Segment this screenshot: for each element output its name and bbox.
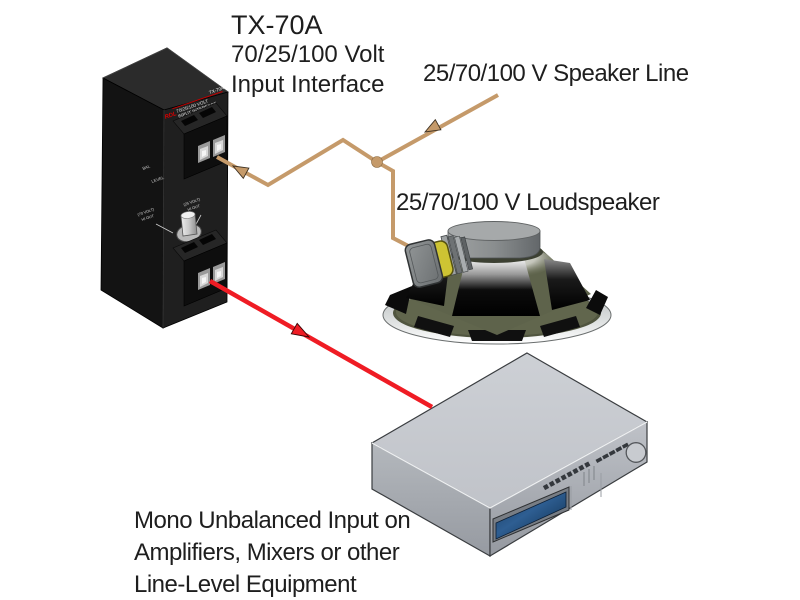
device-title-line2: 70/25/100 Volt [231, 41, 385, 68]
switch-25v-label2: HI OUT [187, 204, 201, 212]
amplifier-display [495, 491, 567, 540]
device-left-face [100, 77, 165, 329]
amplifier-buttons-row2 [595, 442, 629, 464]
loudspeaker-illustration [382, 221, 612, 345]
amplifier-edge-highlight [371, 421, 648, 509]
speaker-magnet-top [447, 221, 541, 241]
junction-dot [371, 156, 383, 168]
caption-line-1: Mono Unbalanced Input on [134, 507, 411, 534]
device-front-edge [162, 109, 165, 329]
switch-25v-label: (25 VOLT) [183, 197, 201, 207]
transformer-plate [404, 239, 444, 289]
tx70a-device-illustration: TX-70A RDL 70/25/100 VOLT INPUT INTERFAC… [100, 47, 229, 329]
arrowhead-to-amplifier [290, 322, 311, 338]
switch-70v-label: (70 VOLT) [137, 207, 155, 217]
switch-70v-label2: HI OUT [141, 214, 155, 222]
signal-line [208, 279, 434, 409]
device-title-block: TX-70A 70/25/100 Volt Input Interface [231, 10, 384, 100]
caption-line-2: Amplifiers, Mixers or other [134, 539, 400, 566]
device-model-title: TX-70A [231, 10, 323, 40]
terminal-block-lower [172, 229, 228, 307]
amplifier-caption-block: Mono Unbalanced Input on Amplifiers, Mix… [134, 505, 411, 600]
device-brand-logo: RDL [164, 111, 178, 121]
signal-wire [208, 279, 434, 409]
amplifier-knob [625, 442, 647, 463]
device-bal-label: BAL [142, 163, 152, 171]
device-print-stripe [172, 91, 223, 110]
arrowhead-to-junction [423, 118, 442, 133]
device-title-line3: Input Interface [231, 71, 385, 98]
speaker-line-main [216, 93, 499, 188]
speaker-line-wire [216, 93, 499, 253]
level-switch [176, 211, 202, 243]
device-print-model: TX-70A [208, 85, 225, 95]
terminal-block-upper [172, 102, 228, 180]
device-edge-highlight [102, 47, 229, 93]
amplifier-buttons-row1 [542, 461, 591, 491]
speaker-branch-wire [376, 160, 419, 253]
arrowhead-to-device [231, 165, 250, 180]
caption-line-3: Line-Level Equipment [134, 571, 357, 598]
line-transformer [404, 234, 474, 289]
device-level-label: LEVEL [151, 175, 166, 184]
amplifier-illustration [370, 352, 649, 558]
loudspeaker-label: 25/70/100 V Loudspeaker [396, 189, 660, 216]
speaker-line-label: 25/70/100 V Speaker Line [423, 60, 689, 87]
